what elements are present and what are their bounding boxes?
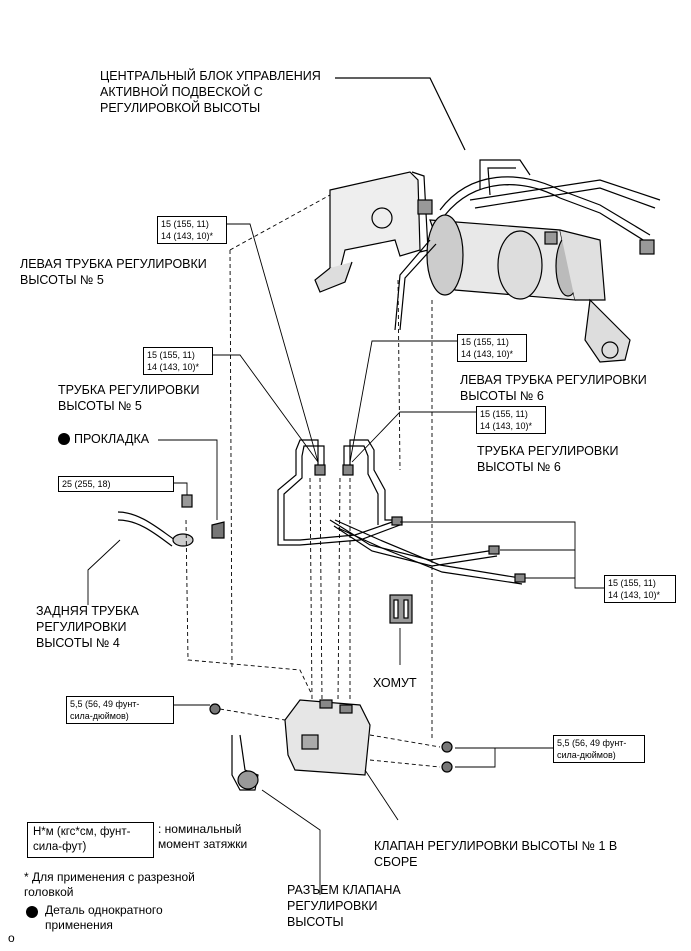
label-rear-tube-4: ЗАДНЯЯ ТРУБКА РЕГУЛИРОВКИ ВЫСОТЫ № 4 xyxy=(36,604,139,650)
leader-lines xyxy=(87,223,605,895)
label-central-unit: ЦЕНТРАЛЬНЫЙ БЛОК УПРАВЛЕНИЯ АКТИВНОЙ ПОД… xyxy=(100,69,321,115)
label-tube-6: ТРУБКА РЕГУЛИРОВКИ ВЫСОТЫ № 6 xyxy=(477,444,619,474)
footer-code: o xyxy=(8,931,15,945)
valve-assembly-drawing xyxy=(209,699,453,791)
torque-box-bolt: 25 (255, 18) xyxy=(58,476,174,492)
label-left-tube-6: ЛЕВАЯ ТРУБКА РЕГУЛИРОВКИ ВЫСОТЫ № 6 xyxy=(460,373,647,403)
rear-tube-drawing xyxy=(117,494,225,547)
label-left-tube-5: ЛЕВАЯ ТРУБКА РЕГУЛИРОВКИ ВЫСОТЫ № 5 xyxy=(20,257,207,287)
legend-star-note: * Для применения с разрезной головкой xyxy=(24,870,195,899)
torque-box-tube-ends: 15 (155, 11) 14 (143, 10)* xyxy=(604,575,676,603)
label-tube-5: ТРУБКА РЕГУЛИРОВКИ ВЫСОТЫ № 5 xyxy=(58,383,200,413)
leader-central-unit xyxy=(335,77,466,151)
single-use-part-icon xyxy=(58,433,70,445)
torque-box-valve-left: 5,5 (56, 49 фунт- сила-дюймов) xyxy=(66,696,174,724)
legend-unit-description: : номинальный момент затяжки xyxy=(158,822,248,851)
label-valve-connector: РАЗЪЕМ КЛАПАНА РЕГУЛИРОВКИ ВЫСОТЫ xyxy=(287,883,401,929)
label-valve-assembly: КЛАПАН РЕГУЛИРОВКИ ВЫСОТЫ № 1 В СБОРЕ xyxy=(374,839,618,869)
torque-box-tube-5: 15 (155, 11) 14 (143, 10)* xyxy=(143,347,213,375)
torque-box-tube-6: 15 (155, 11) 14 (143, 10)* xyxy=(476,406,546,434)
legend-single-use-note: Деталь однократного применения xyxy=(45,903,163,932)
clamp-drawing xyxy=(389,594,413,624)
label-clamp: ХОМУТ xyxy=(373,676,417,690)
legend-single-use-icon xyxy=(26,906,38,918)
dashed-lines xyxy=(185,194,441,768)
torque-box-left-tube-6: 15 (155, 11) 14 (143, 10)* xyxy=(457,334,527,362)
label-gasket: ПРОКЛАДКА xyxy=(74,432,150,446)
legend-unit-box: Н*м (кгс*см, фунт- сила-фут) xyxy=(27,822,154,858)
torque-box-left-tube-5: 15 (155, 11) 14 (143, 10)* xyxy=(157,216,227,244)
central-unit-drawing xyxy=(314,159,661,363)
torque-box-valve-right: 5,5 (56, 49 фунт- сила-дюймов) xyxy=(553,735,645,763)
tube-bundle-drawing xyxy=(277,439,526,585)
